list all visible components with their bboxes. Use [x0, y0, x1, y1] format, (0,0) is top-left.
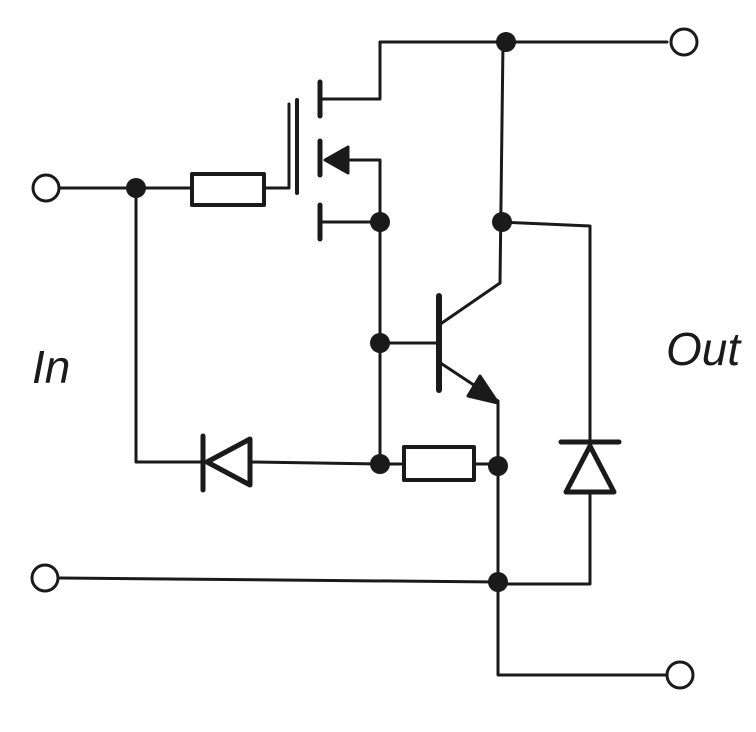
terminal-output-bottom — [665, 660, 695, 690]
wire-collector-vertical — [498, 40, 505, 285]
bjt-emitter-arrow — [466, 374, 500, 405]
wire-gate-resistor-to-gate — [262, 102, 291, 190]
wire-mosfet-body — [325, 158, 382, 224]
emitter-resistor — [402, 445, 476, 482]
wire-emitter-to-bottom — [496, 464, 669, 677]
wire-mosfet-drain — [318, 40, 508, 101]
junction-mosfet-source — [370, 212, 390, 232]
junction-top — [496, 32, 516, 52]
terminal-input-top — [31, 173, 61, 203]
terminal-input-bottom — [30, 563, 60, 593]
wire-input-bottom — [58, 576, 500, 584]
junction-bjt-base — [370, 333, 390, 353]
junction-bus-bottom — [370, 454, 390, 474]
junction-collector — [492, 212, 512, 232]
freewheel-diode-body — [563, 443, 617, 495]
terminal-output-top — [669, 27, 699, 57]
wire-collector-to-diode — [499, 220, 592, 444]
wire-feedback-to-bus — [248, 460, 382, 466]
output-label: Out — [666, 323, 741, 375]
feedback-diode-body — [204, 436, 253, 488]
wire-feedback-vertical — [134, 186, 205, 464]
junction-emitter — [488, 456, 508, 476]
input-label: In — [32, 341, 71, 393]
mosfet-body-arrow — [323, 145, 350, 175]
junction-output-bottom — [488, 572, 508, 592]
junction-input — [126, 178, 146, 198]
wire-diode-to-bottom — [496, 490, 592, 586]
gate-resistor — [190, 172, 266, 207]
bjt-collector-lead — [437, 281, 502, 327]
